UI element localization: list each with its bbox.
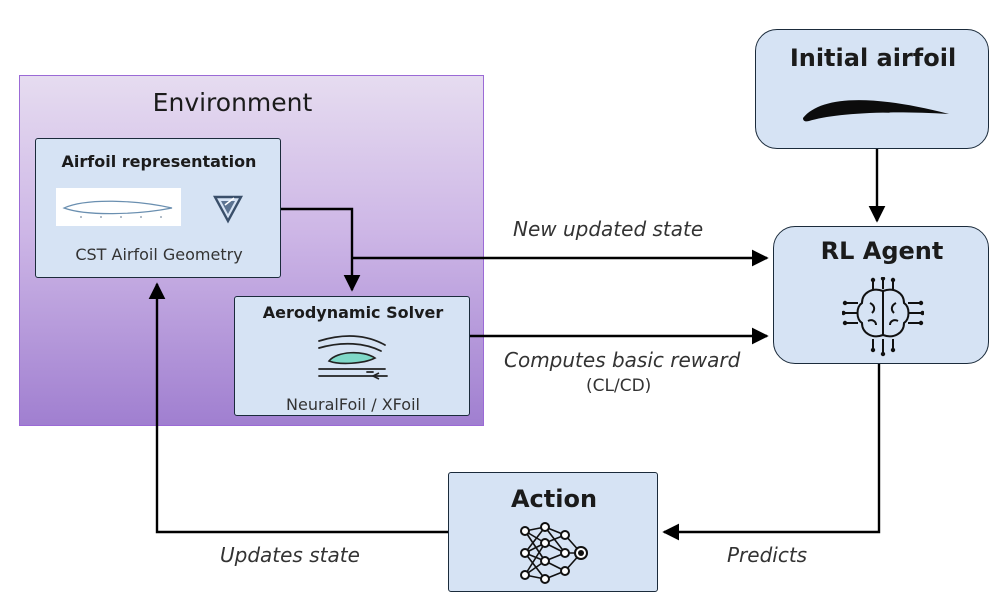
action-title: Action bbox=[510, 485, 598, 513]
action-box: Action bbox=[448, 472, 658, 592]
arrow-predicts bbox=[662, 364, 881, 541]
neural-network-icon bbox=[517, 521, 591, 585]
aerodynamic-solver-title: Aerodynamic Solver bbox=[262, 303, 444, 322]
reward-formula-label: (CL/CD) bbox=[586, 376, 652, 396]
rl-agent-box: RL Agent bbox=[773, 226, 989, 364]
airflow-icon bbox=[315, 331, 391, 381]
initial-airfoil-box: Initial airfoil bbox=[755, 29, 989, 149]
aerodynamic-solver-caption: NeuralFoil / XFoil bbox=[286, 395, 420, 414]
airfoil-representation-caption: CST Airfoil Geometry bbox=[75, 245, 243, 264]
airfoil-representation-box: Airfoil representation CST Airfoil Geome… bbox=[35, 138, 281, 278]
initial-airfoil-title: Initial airfoil bbox=[789, 44, 957, 72]
cst-curve-icon bbox=[56, 188, 181, 226]
airfoil-representation-title: Airfoil representation bbox=[61, 152, 257, 171]
arrow-updates bbox=[148, 282, 448, 534]
triangle-logo-icon bbox=[212, 192, 244, 224]
reward-label: Computes basic reward bbox=[504, 348, 741, 372]
brain-circuit-icon bbox=[841, 276, 925, 357]
rl-agent-title: RL Agent bbox=[820, 237, 944, 265]
airfoil-shape-icon bbox=[801, 92, 951, 126]
predicts-label: Predicts bbox=[727, 543, 808, 567]
new-state-label: New updated state bbox=[513, 217, 704, 241]
updates-state-label: Updates state bbox=[220, 543, 360, 567]
arrow-repr-to-solver bbox=[281, 207, 361, 292]
environment-title: Environment bbox=[152, 88, 313, 117]
aerodynamic-solver-box: Aerodynamic Solver NeuralFoil / XFoil bbox=[234, 296, 470, 416]
